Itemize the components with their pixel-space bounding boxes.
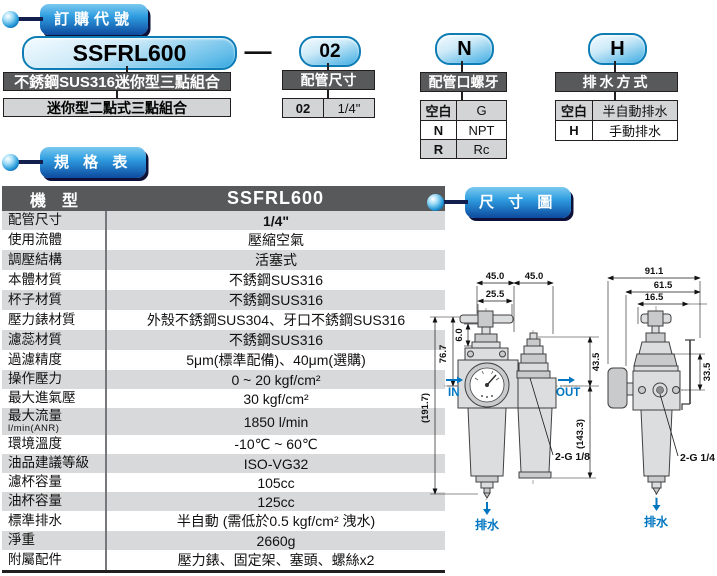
spec-section-header: 規 格 表 [2,146,147,178]
drain-code-pill: H [588,33,647,65]
option-value: NPT [456,120,507,140]
option-row: N NPT [420,120,507,140]
spec-header-row: 機 型 SSFRL600 [2,186,445,211]
section-title-dimension: 尺 寸 圖 [465,186,572,218]
dim-front-width-handle: 25.5 [486,289,505,300]
spec-row: 本體材質不銹鋼SUS316 [2,270,445,290]
side-drain-label: 排水 [644,514,669,529]
front-view: 45.0 45.0 25.5 (191.7) 76.7 6.0 [420,271,602,532]
spec-row: 附屬配件壓力錶、固定架、塞頭、螺絲x2 [2,550,445,572]
spec-row: 環境溫度-10℃ ~ 60℃ [2,435,445,454]
option-value: Rc [456,139,507,159]
option-value: 半自動排水 [592,100,678,121]
connector-line [461,61,463,72]
option-value: G [456,100,507,121]
bullet-sphere-icon [427,193,444,211]
header-line [16,160,43,164]
spec-row: 壓力錶材質外殼不銹鋼SUS304、牙口不銹鋼SUS316 [2,310,445,330]
front-drain-label: 排水 [475,517,500,532]
inlet-label: IN [448,387,460,399]
pipe-size-table: 02 1/4" [282,98,375,118]
option-row: H 手動排水 [555,120,678,141]
option-value: 手動排水 [592,120,678,141]
dim-front-height-overall: (191.7) [420,393,431,423]
option-key: H [555,120,593,141]
front-port-thread-label: 2-G 1/8 [555,451,590,463]
side-port-thread-label: 2-G 1/4 [680,452,715,464]
option-row: 空白 G [420,100,507,121]
dim-side-width-gauge: 16.5 [645,292,664,303]
bullet-sphere-icon [2,10,19,28]
dim-front-width-right: 45.0 [525,271,544,282]
option-row: 空白 半自動排水 [555,100,678,121]
option-row: R Rc [420,139,507,159]
model-code-sublabel: 迷你型二點式三點組合 [3,98,231,117]
thread-table: 空白 G N NPT R Rc [420,100,507,159]
option-key: 02 [282,98,324,118]
connector-line [614,92,616,100]
model-code-label: 不銹鋼SUS316迷你型三點組合 [3,72,231,91]
bullet-sphere-icon [2,153,19,171]
option-key: 空白 [555,100,593,121]
spec-row: 調壓結構活塞式 [2,250,445,270]
code-separator: — [244,36,272,66]
connector-line [126,66,128,72]
header-line [16,17,43,21]
dim-front-offset-small: 6.0 [454,328,465,341]
drain-table: 空白 半自動排水 H 手動排水 [555,100,678,141]
connector-line [327,63,329,70]
spec-row: 使用流體壓縮空氣 [2,230,445,250]
option-key: R [420,139,457,159]
spec-header-model-value: SSFRL600 [106,186,445,211]
thread-code-pill: N [435,33,494,65]
outlet-label: OUT [556,387,580,399]
spec-label-sub: l/min(ANR) [8,422,60,434]
dim-front-height-bowl: (143.3) [575,419,586,449]
dim-side-height-port: 33.5 [702,362,713,381]
ordering-section-header: 訂購代號 [2,3,149,35]
connector-line [461,92,463,100]
dimension-section-header: 尺 寸 圖 [427,186,572,218]
dim-side-width-body: 61.5 [654,280,673,291]
dim-side-width-overall: 91.1 [645,266,664,277]
model-code-pill: SSFRL600 [22,36,237,70]
thread-label: 配管口螺牙 [420,72,507,92]
option-row: 02 1/4" [282,98,375,118]
pipe-size-code-pill: 02 [299,36,361,67]
spec-row: 杯子材質不銹鋼SUS316 [2,290,445,310]
dim-front-width-left: 45.0 [486,271,505,282]
connector-line [327,90,329,98]
dim-front-height-knob: 43.5 [591,352,602,371]
spec-header-model-label: 機 型 [2,186,106,211]
option-value: 1/4" [323,98,375,118]
section-title-spec: 規 格 表 [40,146,147,178]
pipe-size-label: 配管尺寸 [282,70,375,90]
drain-label: 排水方式 [555,72,678,92]
dimension-drawing: 45.0 45.0 25.5 (191.7) 76.7 6.0 [420,266,715,532]
connector-line [116,91,118,98]
side-view: 91.1 61.5 16.5 33.5 [607,266,715,529]
connector-line [614,61,616,72]
section-title-ordering: 訂購代號 [40,3,149,35]
option-key: N [420,120,457,140]
dim-front-height-regulator: 76.7 [438,345,449,364]
header-line [441,200,468,204]
spec-row: 標準排水半自動 (需低於0.5 kgf/cm² 洩水) [2,511,445,531]
option-key: 空白 [420,100,457,121]
spec-row: 濾蕊材質不銹鋼SUS316 [2,330,445,350]
